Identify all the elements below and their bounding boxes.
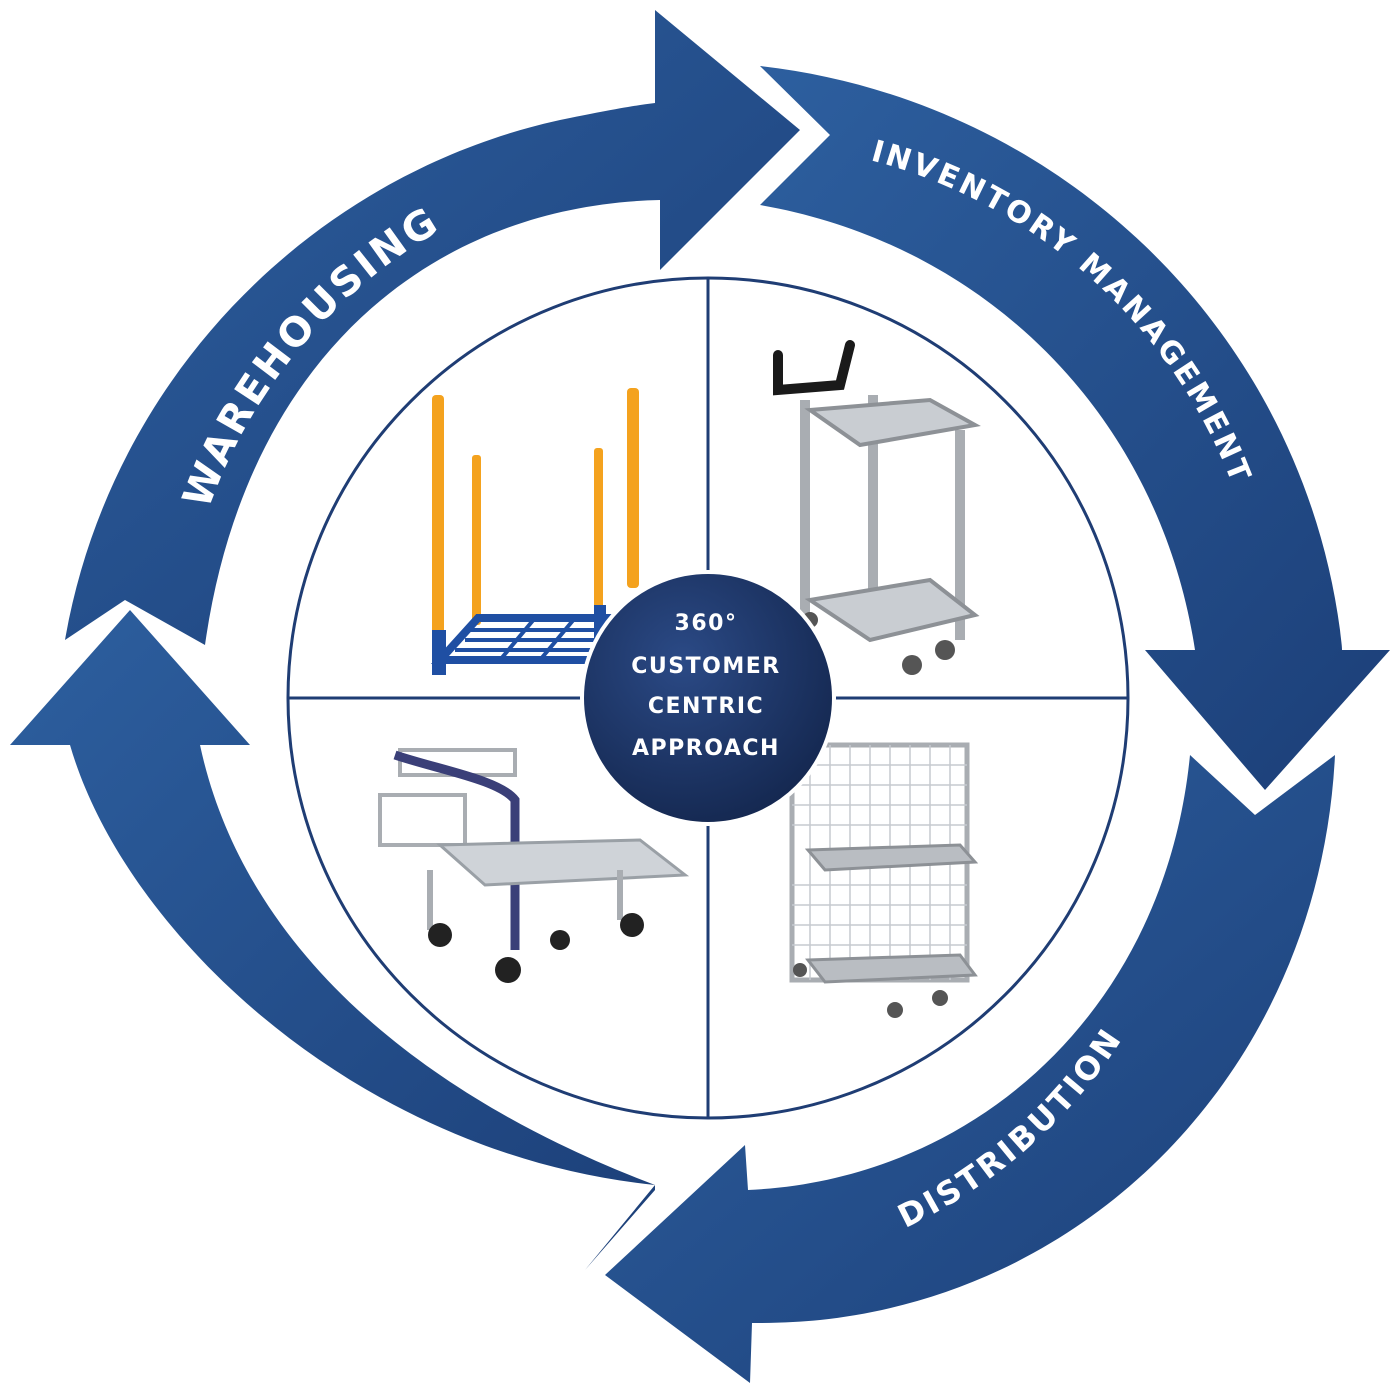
inventory-management-arrow [760, 66, 1390, 790]
hub-line-1: 360° [675, 611, 738, 636]
cycle-arrows [10, 10, 1390, 1383]
supply-arrow [10, 610, 655, 1270]
hub-line-3: CENTRIC [648, 694, 764, 719]
distribution-arrow [605, 755, 1335, 1383]
warehousing-arrow [65, 10, 800, 645]
hub-circle [580, 570, 836, 826]
roll-cage-icon [789, 742, 979, 1018]
hub: 360° CUSTOMER CENTRIC APPROACH [580, 570, 836, 826]
cash-and-carry-trolley-icon [378, 748, 690, 983]
hub-line-4: APPROACH [632, 736, 780, 761]
hub-line-2: CUSTOMER [631, 654, 780, 679]
bin-trolley-icon [773, 340, 981, 675]
